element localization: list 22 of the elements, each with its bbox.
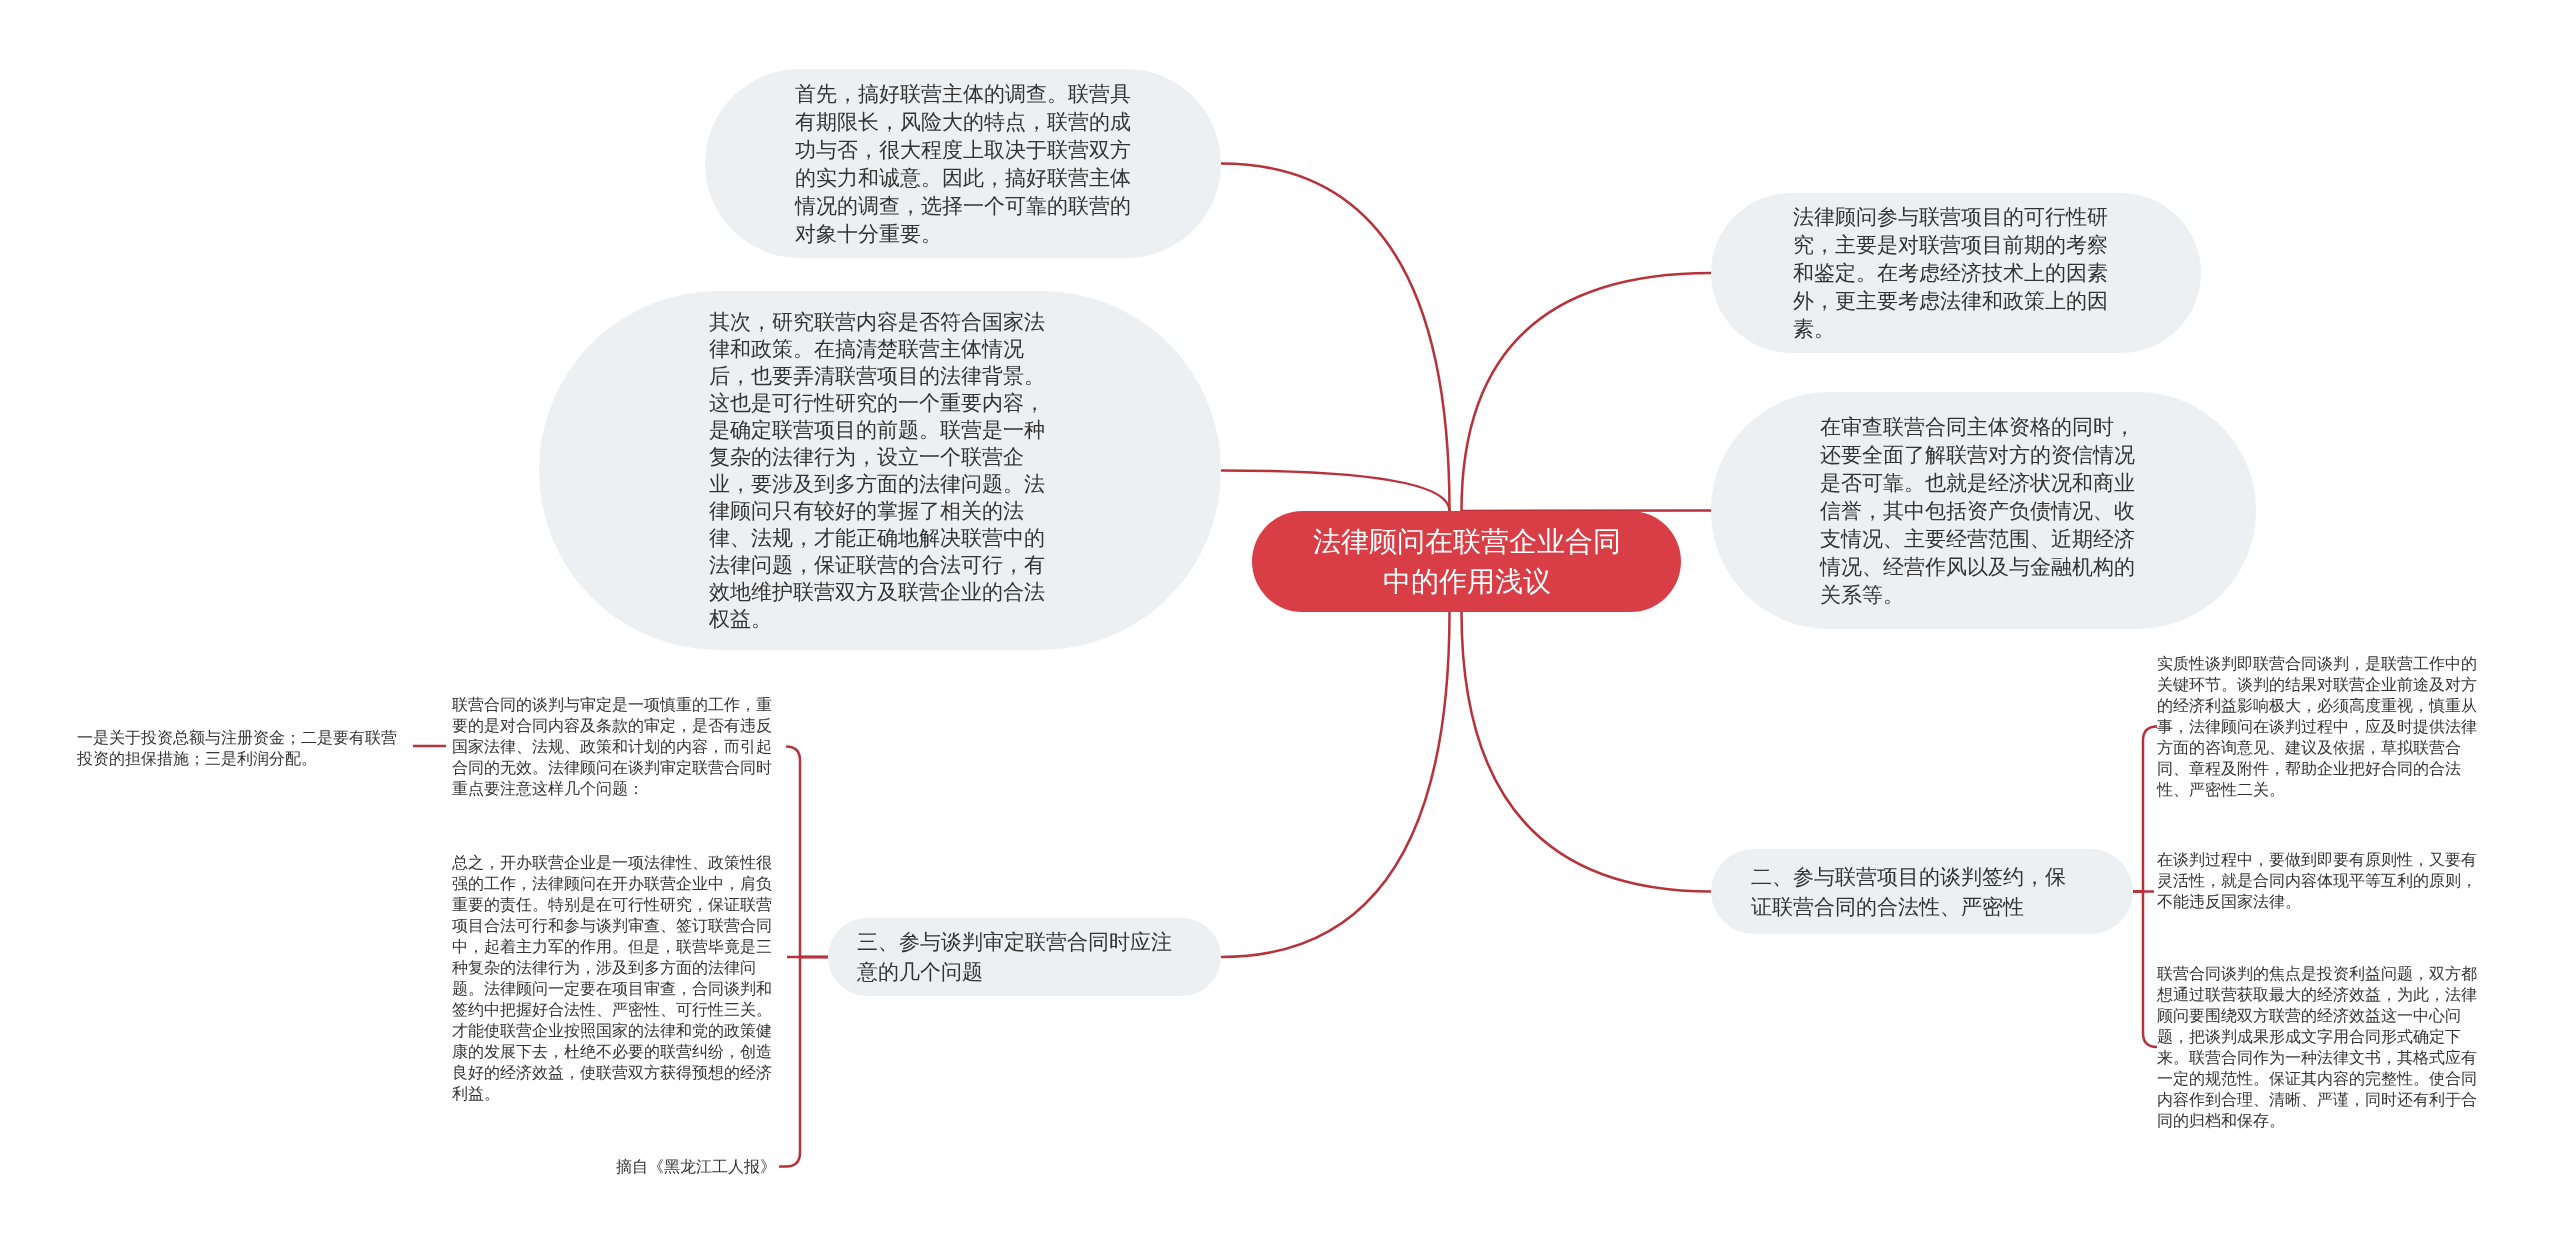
note-text: 实质性谈判即联营合同谈判，是联营工作中的关键环节。谈判的结果对联营企业前途及对方的经济利益影响极大，必须高度重视，慎重从事，法律顾问在谈判过程中，应及时提供法律方面的咨询意见、建议及依据，草拟联营合同、章程及附件，帮助企业把好合同的合法性、严密性二关。 [2157, 653, 2491, 800]
topic-bubble: 三、参与谈判审定联营合同时应注意的几个问题 [828, 918, 1221, 996]
connector-line [1461, 509, 1711, 513]
central-topic: 法律顾问在联营企业合同中的作用浅议 [1252, 511, 1681, 612]
connector-line [1460, 271, 1712, 512]
topic-bubble: 二、参与联营项目的谈判签约，保证联营合同的合法性、严密性 [1711, 849, 2133, 934]
topic-bubble: 在审查联营合同主体资格的同时，还要全面了解联营对方的资信情况是否可靠。也就是经济状况和商业信誉，其中包括资产负债情况、收支情况、主要经营范围、近期经济情况、经营作风以及与金融机构的关系等。 [1711, 392, 2256, 629]
note-text: 总之，开办联营企业是一项法律性、政策性很强的工作，法律顾问在开办联营企业中，肩负重要的责任。特别是在可行性研究，保证联营项目合法可行和参与谈判审查、签订联营合同中，起着主力军的作用。但是，联营毕竟是三种复杂的法律行为，涉及到多方面的法律问题。法律顾问一定要在项目审查，合同谈判和签约中把握好合法性、严密性、可行性三关。才能使联营企业按照国家的法律和党的政策健康的发展下去，杜绝不必要的联营纠纷，创造良好的经济效益，使联营双方获得预想的经济利益。 [452, 852, 784, 1104]
connector-line [1221, 469, 1451, 512]
connector-line [1460, 611, 1712, 893]
topic-bubble: 法律顾问参与联营项目的可行性研究，主要是对联营项目前期的考察和鉴定。在考虑经济技术上的因素外，更主要考虑法律和政策上的因素。 [1711, 193, 2201, 353]
note-text: 一是关于投资总额与注册资金；二是要有联营投资的担保措施；三是利润分配。 [77, 727, 409, 769]
note-text: 联营合同的谈判与审定是一项慎重的工作，重要的是对合同内容及条款的审定，是否有违反国家法律、法规、政策和计划的内容，而引起合同的无效。法律顾问在谈判审定联营合同时重点要注意这样几个问题： [452, 694, 784, 799]
connector-line [1220, 611, 1451, 959]
note-text: 在谈判过程中，要做到即要有原则性，又要有灵活性，就是合同内容体现平等互利的原则，不能违反国家法律。 [2157, 849, 2491, 912]
note-text: 联营合同谈判的焦点是投资利益问题，双方都想通过联营获取最大的经济效益，为此，法律顾问要围绕双方联营的经济效益这一中心问题，把谈判成果形成文字用合同形式确定下来。联营合同作为一种法律文书，其格式应有一定的规范性。保证其内容的完整性。使合同内容作到合理、清晰、严谨，同时还有利于合同的归档和保存。 [2157, 963, 2491, 1131]
connector-line [2133, 890, 2159, 1049]
topic-bubble: 其次，研究联营内容是否符合国家法律和政策。在搞清楚联营主体情况后，也要弄清联营项目的法律背景。这也是可行性研究的一个重要内容，是确定联营项目的前题。联营是一种复杂的法律行为，设立一个联营企业，要涉及到多方面的法律问题。法律顾问只有较好的掌握了相关的法律、法规，才能正确地解决联营中的法律问题，保证联营的合法可行，有效地维护联营双方及联营企业的合法权益。 [539, 291, 1221, 650]
connector-line [413, 744, 446, 748]
topic-bubble: 首先，搞好联营主体的调查。联营具有期限长，风险大的特点，联营的成功与否，很大程度上取决于联营双方的实力和诚意。因此，搞好联营主体情况的调查，选择一个可靠的联营的对象十分重要。 [705, 69, 1221, 258]
connector-line [1220, 162, 1451, 512]
source-note: 摘自《黑龙江工人报》 [616, 1156, 776, 1177]
